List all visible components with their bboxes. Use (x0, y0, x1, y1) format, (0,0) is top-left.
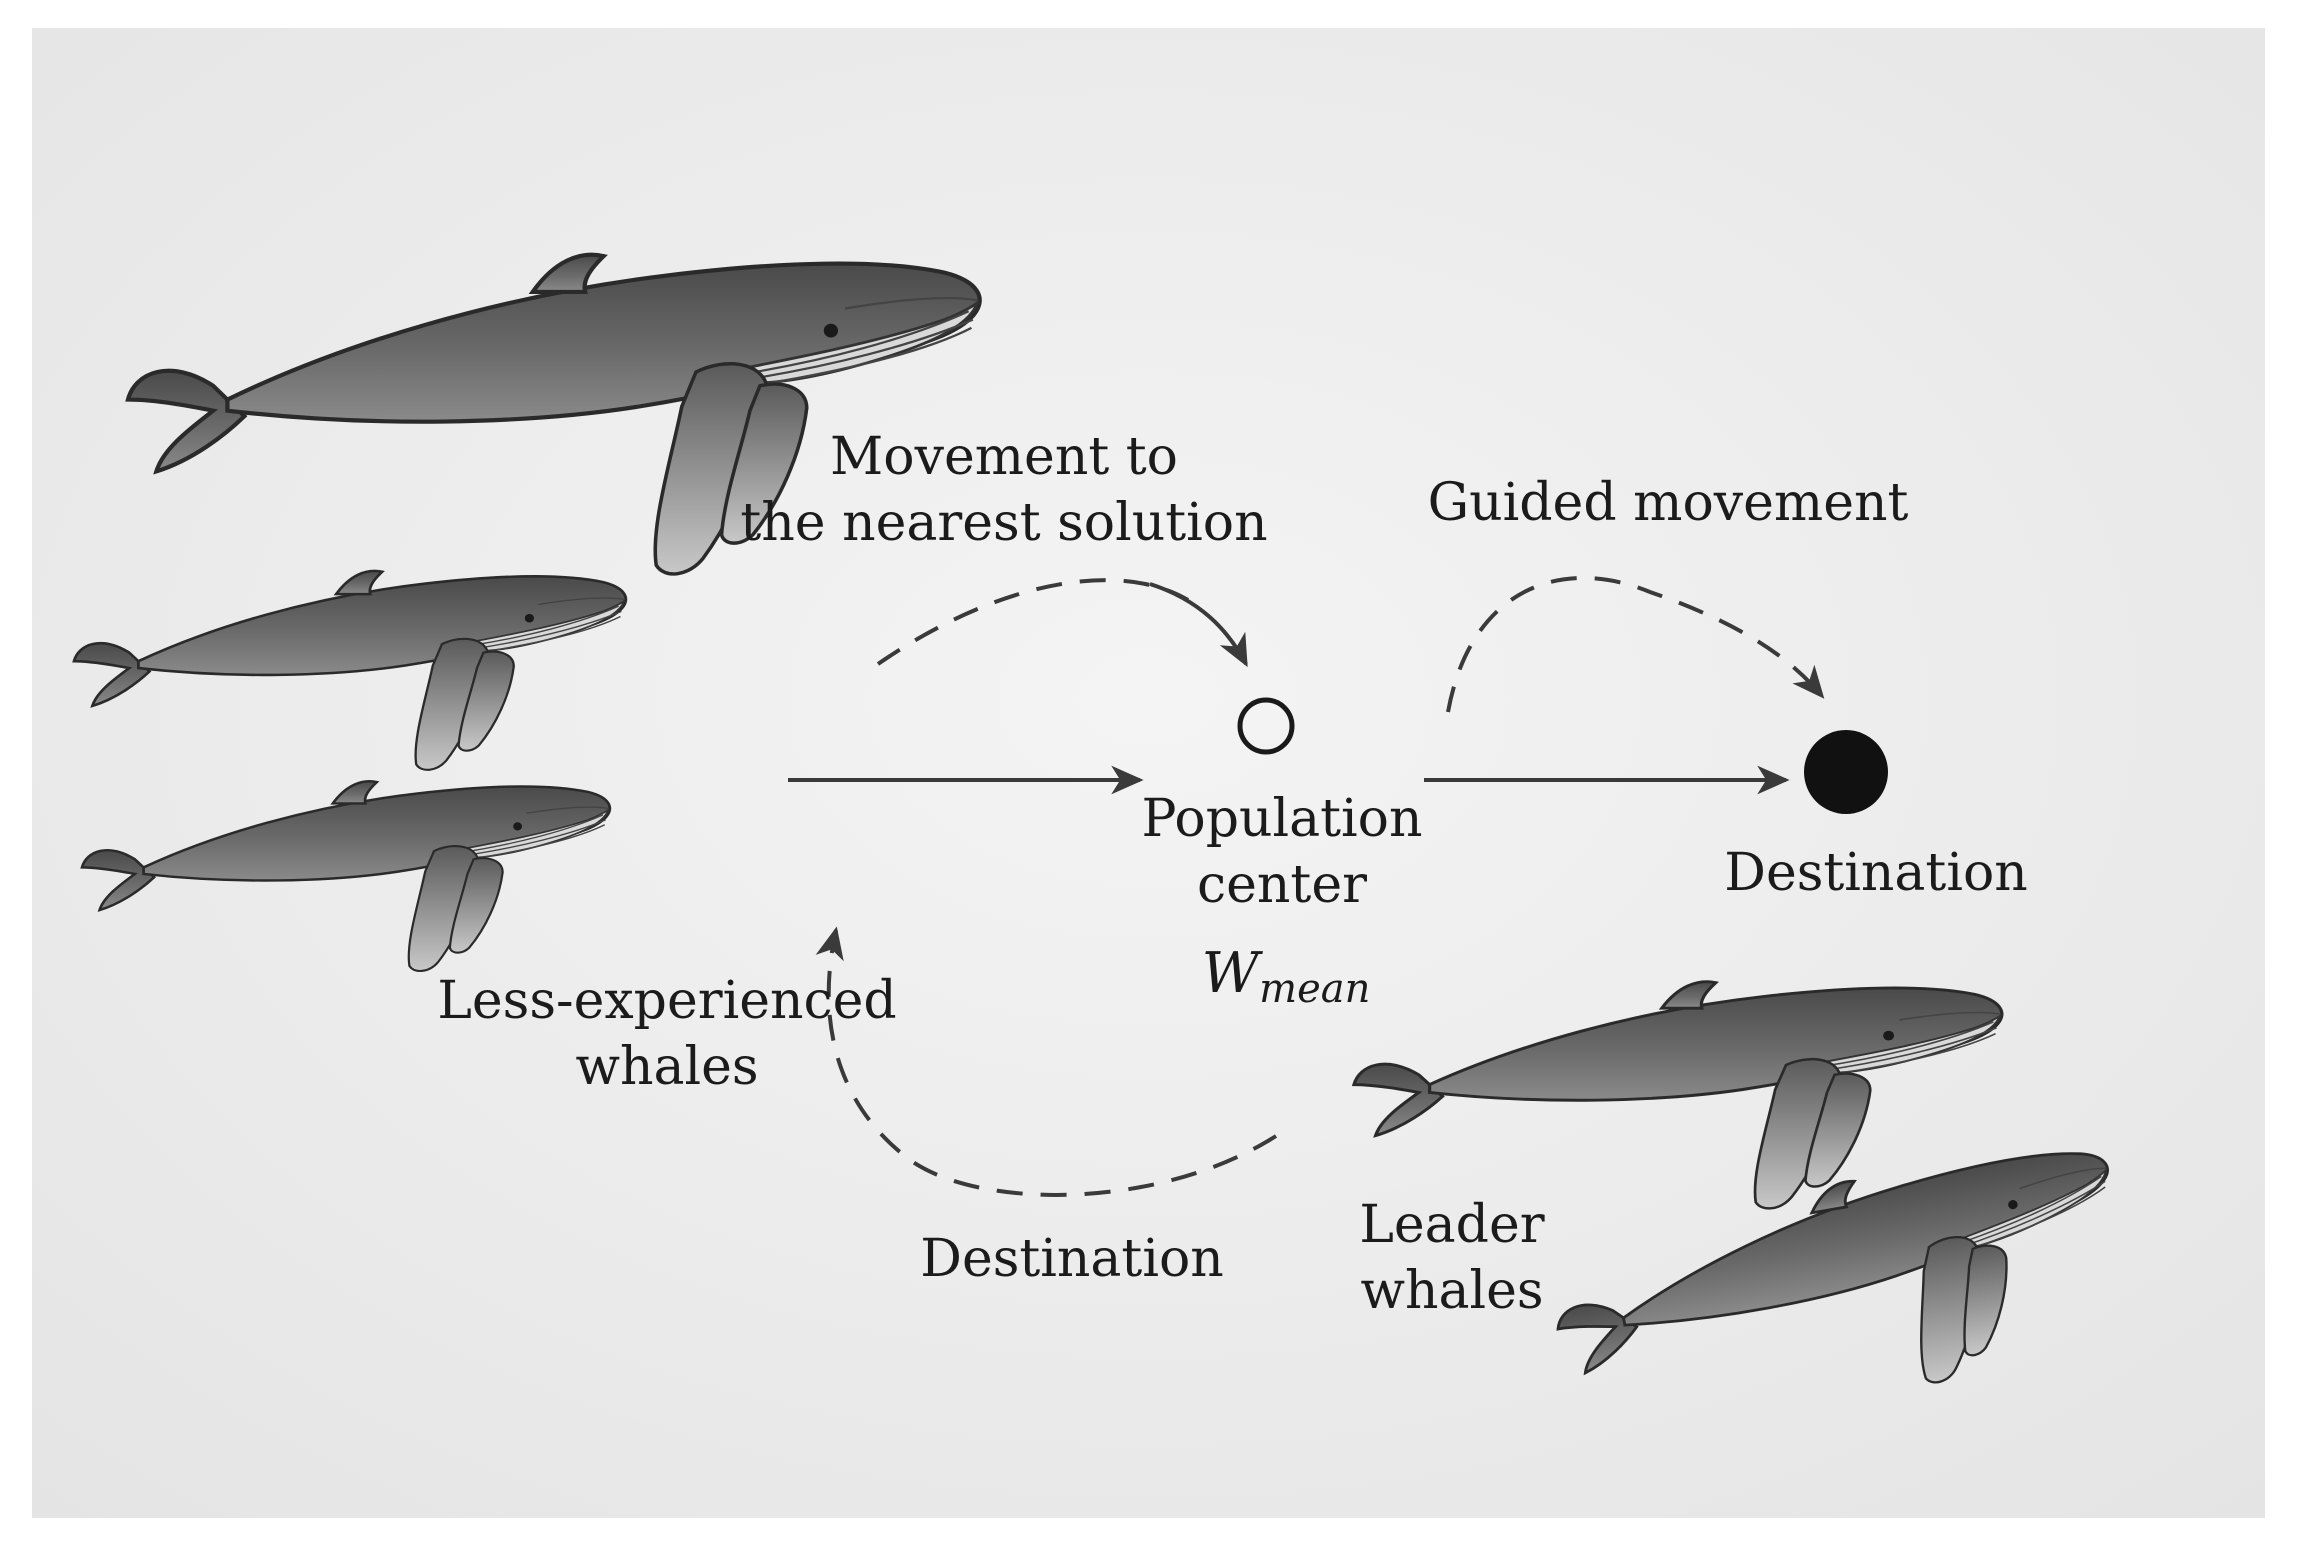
label-less-experienced-line2: whales (575, 1037, 758, 1097)
arrow-destination-loop (815, 926, 1278, 1197)
label-w-mean-base: W (1202, 941, 1264, 1006)
label-movement-line1: Movement to (830, 427, 1178, 487)
arrow-movement-nearest-head (1149, 582, 1248, 668)
label-leader-line2: whales (1360, 1261, 1543, 1321)
label-leader-line1: Leader (1359, 1195, 1544, 1255)
label-w-mean: Wmean (1202, 941, 1371, 1012)
population-center-icon (1237, 697, 1295, 755)
label-population-line1: Population (1142, 789, 1423, 849)
label-destination-right: Destination (1724, 843, 2028, 903)
arrow-movement-nearest-dashed (876, 578, 1190, 666)
label-less-experienced-line1: Less-experienced (437, 971, 896, 1031)
label-destination-bottom: Destination (920, 1229, 1224, 1289)
label-w-mean-sub: mean (1259, 966, 1370, 1012)
arrow-guided-movement (1446, 576, 1825, 713)
label-guided-movement: Guided movement (1428, 473, 1909, 533)
destination-icon (1804, 730, 1888, 814)
label-movement-line2: the nearest solution (740, 493, 1267, 553)
label-population-line2: center (1197, 855, 1367, 915)
